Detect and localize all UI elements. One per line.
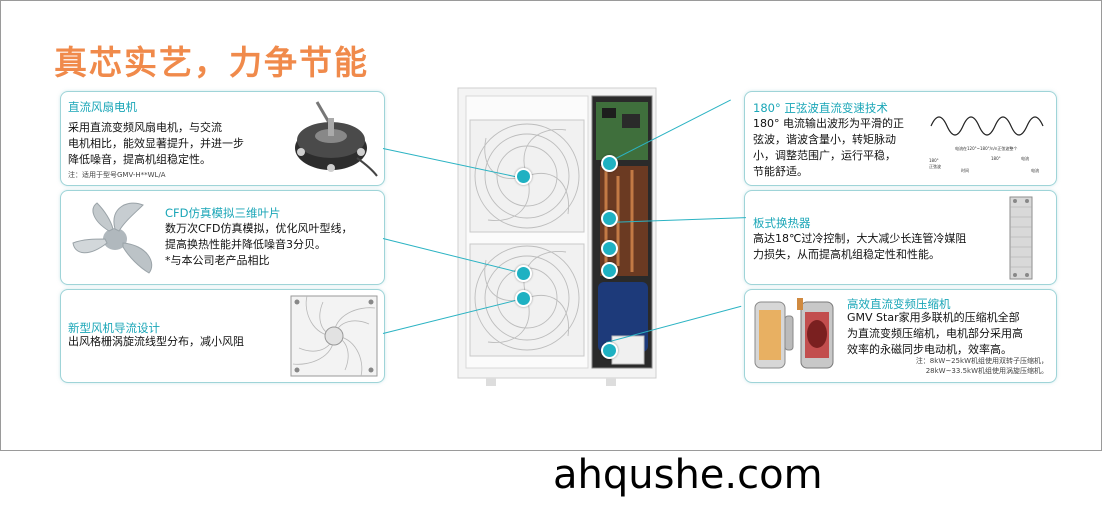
card-line: 数万次CFD仿真模拟，优化风叶型线，: [165, 222, 353, 235]
card-text: 高达18℃过冷控制，大大减少长连管冷媒阻 力损失，从而提高机组稳定性和性能。: [753, 231, 1003, 263]
sine-wave-graph: 电流在120°~180°/n/n正弦波整个 180° 180° 正弦波 电流 时…: [929, 116, 1044, 173]
callout-dot: [515, 290, 532, 307]
watermark-text: ahqushe.com: [553, 452, 823, 498]
card-line: 采用直流变频风扇电机，与交流: [68, 121, 222, 134]
card-compressor: 高效直流变频压缩机 GMV Star家用多联机的压缩机全部 为直流变频压缩机，电…: [744, 289, 1057, 383]
card-title: 高效直流变频压缩机: [847, 297, 951, 311]
card-line: 180° 电流输出波形为平滑的正: [753, 117, 904, 130]
card-line: 提高换热性能并降低噪音3分贝。: [165, 238, 326, 251]
card-note: 注：适用于型号GMV-H**WL/A: [68, 171, 166, 179]
card-fan-motor: 直流风扇电机 采用直流变频风扇电机，与交流 电机相比，能效显著提升，并进一步 降…: [60, 91, 385, 186]
card-line: GMV Star家用多联机的压缩机全部: [847, 311, 1020, 324]
card-plate: 板式换热器 高达18℃过冷控制，大大减少长连管冷媒阻 力损失，从而提高机组稳定性…: [744, 190, 1057, 285]
plate-exchanger-image: [1009, 196, 1033, 280]
graph-label: 180°: [929, 158, 939, 163]
compressor-image: [754, 298, 834, 369]
card-line: 节能舒适。: [753, 165, 808, 178]
callout-dot: [515, 168, 532, 185]
callout-dot: [601, 240, 618, 257]
card-line: 电机相比，能效显著提升，并进一步: [68, 137, 244, 150]
callout-dot: [601, 210, 618, 227]
card-line: *与本公司老产品相比: [165, 254, 270, 267]
graph-label: 电流在120°~180°/n/n正弦波整个: [955, 145, 1017, 151]
card-title: 新型风机导流设计: [68, 321, 160, 335]
card-title: 直流风扇电机: [68, 100, 137, 114]
card-line: 出风格栅涡旋流线型分布，减小风阻: [68, 335, 244, 348]
callout-dot: [601, 262, 618, 279]
card-line: 为直流变频压缩机，电机部分采用高: [847, 327, 1023, 340]
grille-image: [290, 295, 378, 377]
fan-blade-image: [72, 202, 153, 274]
card-text: 180° 电流输出波形为平滑的正 弦波，谐波含量小，转矩脉动 小，调整范围广，运…: [753, 116, 928, 180]
card-note: 注：8kW~25kW机组使用双转子压缩机，: [915, 357, 1048, 365]
callout-dot: [601, 342, 618, 359]
graph-label: 电流: [1031, 167, 1039, 173]
card-line: 降低噪音，提高机组稳定性。: [68, 153, 211, 166]
card-text: 数万次CFD仿真模拟，优化风叶型线， 提高换热性能并降低噪音3分贝。 *与本公司…: [165, 221, 380, 269]
card-line: 高达18℃过冷控制，大大减少长连管冷媒阻: [753, 232, 967, 245]
card-sine: 180° 正弦波直流变速技术 180° 电流输出波形为平滑的正 弦波，谐波含量小…: [744, 91, 1057, 186]
graph-label: 时间: [961, 167, 969, 173]
card-grille: 新型风机导流设计 出风格栅涡旋流线型分布，减小风阻: [60, 289, 385, 383]
fan-motor-image: [295, 101, 378, 177]
outdoor-unit-image: [457, 87, 657, 386]
card-text: GMV Star家用多联机的压缩机全部 为直流变频压缩机，电机部分采用高 效率的…: [847, 310, 1052, 358]
card-line: 弦波，谐波含量小，转矩脉动: [753, 133, 896, 146]
card-text: 出风格栅涡旋流线型分布，减小风阻: [68, 334, 283, 350]
card-cfd: CFD仿真模拟三维叶片 数万次CFD仿真模拟，优化风叶型线， 提高换热性能并降低…: [60, 190, 385, 285]
graph-label: 电流: [1021, 155, 1029, 161]
graph-label: 180°: [991, 156, 1001, 161]
card-title: CFD仿真模拟三维叶片: [165, 206, 281, 220]
card-note: 28kW~33.5kW机组使用涡旋压缩机。: [925, 367, 1048, 375]
callout-dot: [515, 265, 532, 282]
graph-label: 正弦波: [929, 163, 941, 169]
card-title: 180° 正弦波直流变速技术: [753, 101, 888, 115]
card-line: 小，调整范围广，运行平稳，: [753, 149, 896, 162]
page-title: 真芯实艺，力争节能: [54, 43, 369, 82]
card-line: 效率的永磁同步电动机，效率高。: [847, 343, 1012, 356]
card-line: 力损失，从而提高机组稳定性和性能。: [753, 248, 940, 261]
card-text: 采用直流变频风扇电机，与交流 电机相比，能效显著提升，并进一步 降低噪音，提高机…: [68, 120, 278, 168]
callout-dot: [601, 155, 618, 172]
card-title: 板式换热器: [753, 216, 811, 230]
